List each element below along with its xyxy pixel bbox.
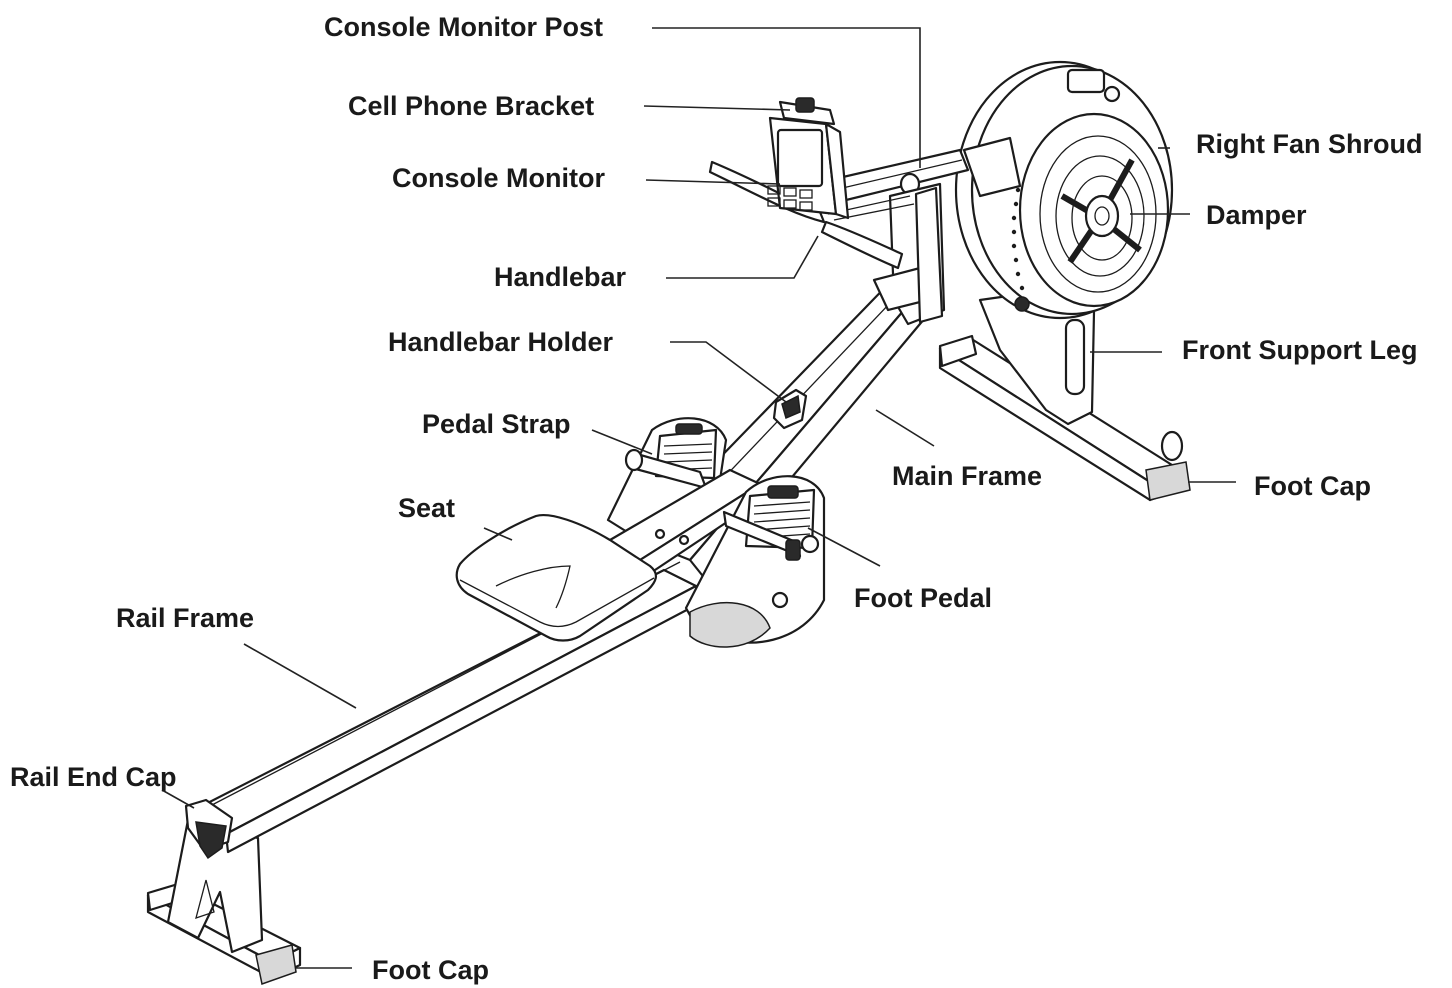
label-seat: Seat xyxy=(398,493,456,523)
fan-housing xyxy=(954,60,1174,320)
label-foot-cap-rear: Foot Cap xyxy=(372,955,489,985)
rear-foot xyxy=(146,818,302,985)
label-main-frame: Main Frame xyxy=(892,461,1043,491)
label-console-monitor-post: Console Monitor Post xyxy=(324,12,603,42)
label-handlebar: Handlebar xyxy=(494,262,627,292)
front-foot xyxy=(938,288,1191,502)
label-damper: Damper xyxy=(1206,200,1307,230)
console-post xyxy=(828,148,970,326)
label-right-fan-shroud: Right Fan Shroud xyxy=(1196,129,1423,159)
leader-lines xyxy=(161,27,1236,969)
label-pedal-strap: Pedal Strap xyxy=(422,409,571,439)
console-monitor xyxy=(767,97,850,220)
label-rail-end-cap: Rail End Cap xyxy=(10,762,177,792)
label-front-support-leg: Front Support Leg xyxy=(1182,335,1418,365)
label-foot-pedal: Foot Pedal xyxy=(854,583,993,613)
right-foot-pedal xyxy=(684,475,826,648)
label-foot-cap-front: Foot Cap xyxy=(1254,471,1371,501)
left-foot-pedal xyxy=(606,417,728,542)
label-cell-phone-bracket: Cell Phone Bracket xyxy=(348,91,595,121)
label-console-monitor: Console Monitor xyxy=(392,163,605,193)
label-rail-frame: Rail Frame xyxy=(116,603,255,633)
label-handlebar-holder: Handlebar Holder xyxy=(388,327,614,357)
seat xyxy=(455,514,657,642)
rail-end-cap xyxy=(184,798,234,860)
